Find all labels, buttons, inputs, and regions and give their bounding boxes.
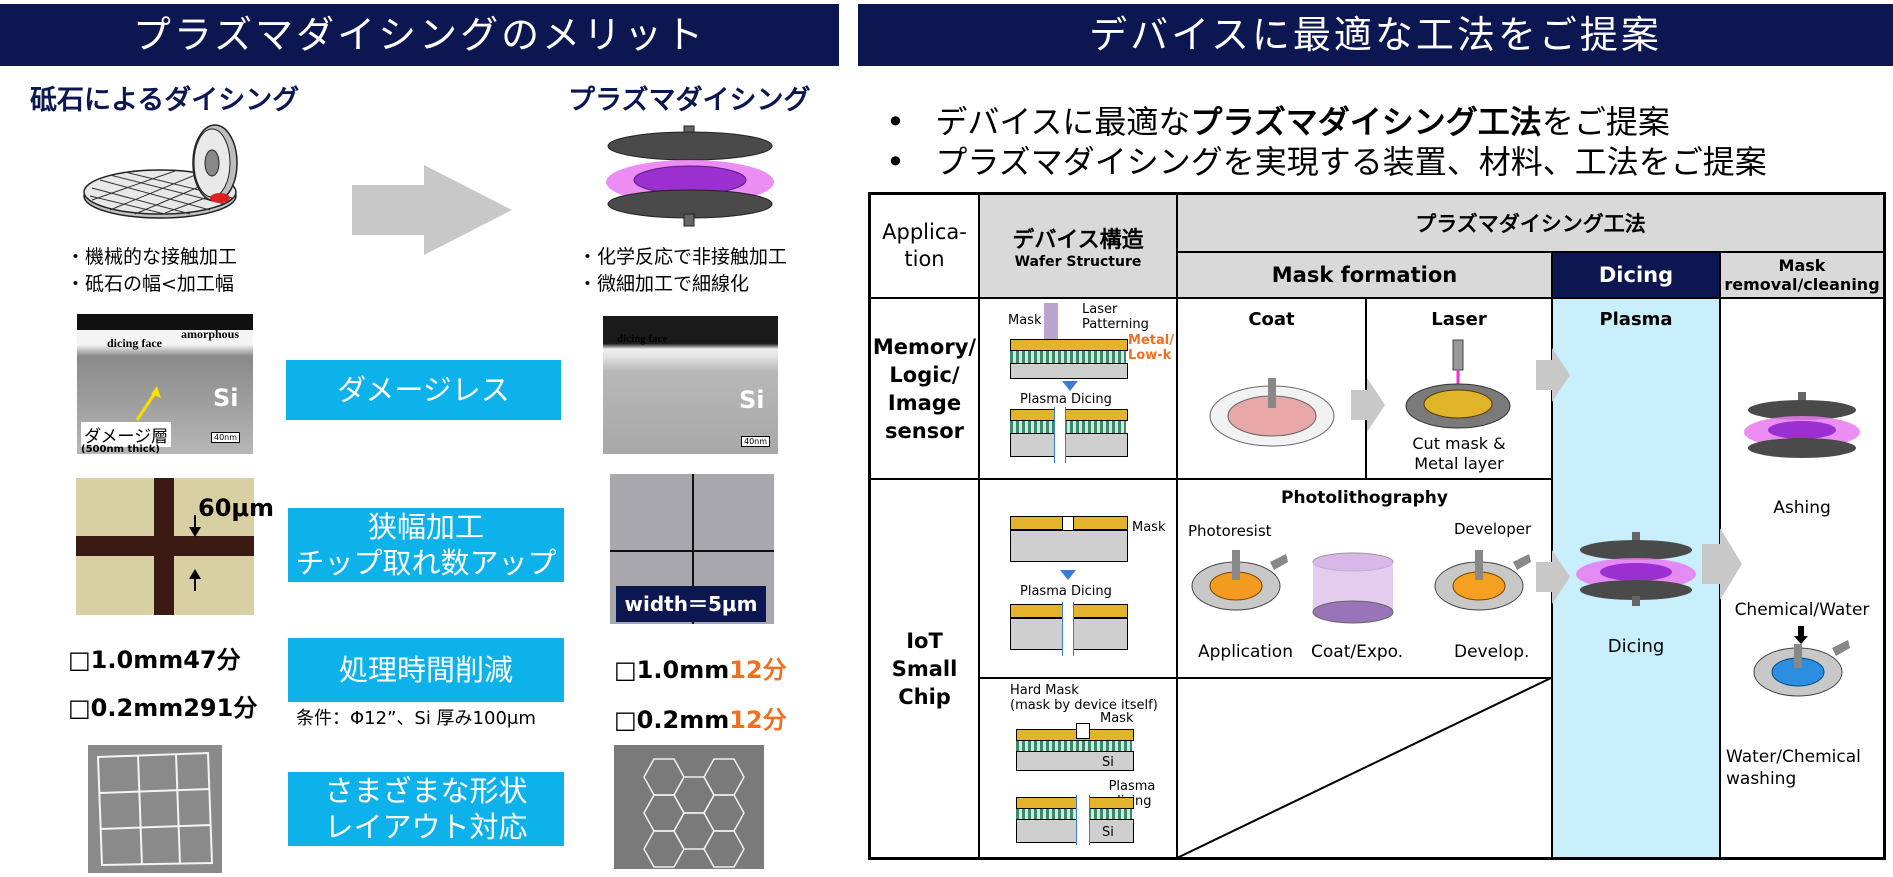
blade-time-1: □1.0mm47分 xyxy=(68,646,241,674)
table-diagonal-line xyxy=(1177,678,1551,858)
plasma-notes: ・化学反応で非接触加工 ・微細加工で細線化 xyxy=(578,244,787,298)
sem-image-plasma: dicing face Si 40nm xyxy=(603,316,778,454)
develop-label: Develop. xyxy=(1454,642,1530,662)
flow-arrow-icon xyxy=(1536,550,1570,604)
blade-dicing-heading: 砥石によるダイシング xyxy=(30,85,300,116)
sem-label-dicing-face: dicing face xyxy=(107,336,162,350)
coat-expo-label: Coat/Expo. xyxy=(1311,642,1404,662)
feature-damageless: ダメージレス xyxy=(286,360,561,420)
plasma-note-1: ・化学反応で非接触加工 xyxy=(578,246,788,268)
feature-narrow-line2: チップ取れ数アップ xyxy=(295,546,557,580)
blade-wafer-illustration xyxy=(83,124,238,219)
spin-coater-icon xyxy=(1209,378,1335,447)
blade-width-label: 60μm xyxy=(198,494,275,522)
blade-notes: ・機械的な接触加工 ・砥石の幅<加工幅 xyxy=(66,244,237,298)
thickness-label: (500nm thick) xyxy=(81,444,160,454)
plasma-kerf-image: width＝5μm xyxy=(610,474,774,624)
blade-note-2: ・砥石の幅<加工幅 xyxy=(66,273,234,295)
square-chips-image xyxy=(88,745,222,873)
sem-label-dicing-face: dicing face xyxy=(617,333,668,345)
blade-time-2: □0.2mm291分 xyxy=(68,694,258,722)
feature-shape-line2: レイアウト対応 xyxy=(324,810,528,844)
coat-label: Coat xyxy=(1248,309,1295,330)
right-banner: デバイスに最適な工法をご提案 xyxy=(858,4,1893,66)
blade-note-1: ・機械的な接触加工 xyxy=(66,246,238,268)
sem-label-amorphous: amorphous xyxy=(181,327,240,341)
flow-arrow-icon xyxy=(1702,528,1742,600)
exposure-icon xyxy=(1312,552,1394,624)
feature-time-text: 処理時間削減 xyxy=(338,653,513,687)
feature-shape: さまざまな形状 レイアウト対応 xyxy=(288,772,564,846)
flow-arrow-icon xyxy=(1536,348,1570,402)
plasma-time-1: □1.0mm12分 xyxy=(614,656,787,684)
scale-bar-label: 40nm xyxy=(741,436,771,447)
feature-narrow-line1: 狭幅加工 xyxy=(367,510,484,544)
blade-kerf-image xyxy=(76,478,254,615)
plasma-chamber-icon xyxy=(1576,532,1696,606)
bullet-list: • デバイスに最適なプラズマダイシング工法をご提案 • プラズマダイシングを実現… xyxy=(886,102,1767,182)
plasma-note-2: ・微細加工で細線化 xyxy=(578,273,750,295)
feature-shape-line1: さまざまな形状 xyxy=(324,774,528,808)
plasma-width-label: width＝5μm xyxy=(616,586,766,622)
header-application: Applica-tion xyxy=(882,220,967,271)
sem-image-blade: dicing face amorphous Si ダメージ層 (500nm th… xyxy=(77,314,253,454)
plasma-dicing-heading: プラズマダイシング xyxy=(568,85,811,116)
plasma-chamber-illustration xyxy=(606,125,774,227)
developer-label: Developer xyxy=(1454,520,1532,538)
right-arrow-icon xyxy=(352,165,512,255)
yellow-arrow-icon xyxy=(135,386,161,421)
ashing-chamber-icon xyxy=(1744,392,1860,458)
feature-narrow: 狭幅加工 チップ取れ数アップ xyxy=(288,508,564,582)
bullet-2: • プラズマダイシングを実現する装置、材料、工法をご提案 xyxy=(886,143,1767,181)
bullet-1: • デバイスに最適なプラズマダイシング工法をご提案 xyxy=(886,103,1670,141)
photoresist-coater-icon xyxy=(1191,550,1288,611)
header-mask-formation: Mask formation xyxy=(1271,263,1458,287)
left-banner: プラズマダイシングのメリット xyxy=(0,4,839,66)
condition-note: 条件：Φ12”、Si 厚み100μm xyxy=(296,708,536,729)
hexagon-chips-image xyxy=(614,745,764,869)
feature-time: 処理時間削減 xyxy=(288,638,564,702)
plasma-label: Plasma xyxy=(1599,309,1673,330)
photoresist-label: Photoresist xyxy=(1188,522,1272,540)
dicing-label: Dicing xyxy=(1607,636,1665,657)
ashing-label: Ashing xyxy=(1773,498,1831,518)
plasma-time-2: □0.2mm12分 xyxy=(614,706,787,734)
flow-arrow-icon xyxy=(1351,378,1385,432)
application-label: Application xyxy=(1198,642,1293,662)
width-dimension-icon xyxy=(189,515,201,591)
wafer-structure-hard-mask: Hard Mask(mask by device itself) Mask Si… xyxy=(980,679,1176,857)
developer-icon xyxy=(1434,550,1531,611)
process-table: Applica-tion デバイス構造 Wafer Structure プラズマ… xyxy=(868,192,1886,860)
sem-label-si: Si xyxy=(213,384,239,412)
laser-label: Laser xyxy=(1431,309,1487,330)
washing-icon xyxy=(1753,626,1850,697)
laser-wafer-icon xyxy=(1405,339,1511,429)
chemical-water-label: Chemical/Water xyxy=(1734,600,1870,620)
scale-bar-label: 40nm xyxy=(211,432,241,443)
photolithography-label: Photolithography xyxy=(1281,488,1448,508)
header-process: プラズマダイシング工法 xyxy=(1415,212,1646,236)
header-device-structure: デバイス構造 Wafer Structure xyxy=(1012,228,1144,270)
damage-layer-label: ダメージ層 xyxy=(81,422,172,447)
cut-mask-label: Cut mask &Metal layer xyxy=(1412,434,1506,473)
header-dicing: Dicing xyxy=(1598,263,1674,287)
feature-damageless-text: ダメージレス xyxy=(337,373,510,407)
sem-label-si: Si xyxy=(739,386,765,414)
wafer-structure-photo: Mask Plasma Dicing xyxy=(980,480,1176,677)
